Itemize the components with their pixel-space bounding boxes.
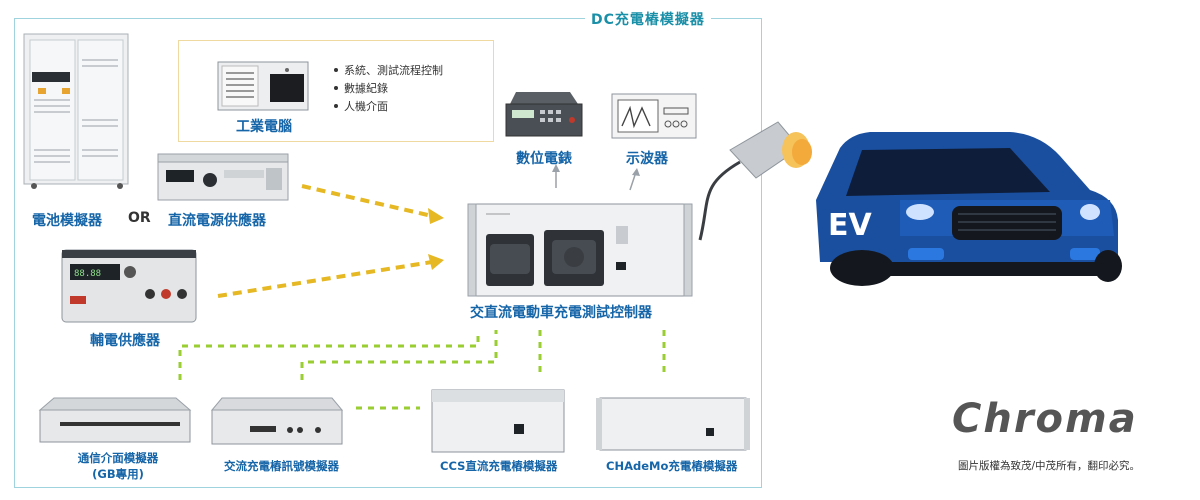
charging-controller-device	[467, 203, 693, 297]
comm-interface-sim-device	[38, 397, 192, 443]
comm-sim-label: 通信介面模擬器 (GB專用)	[58, 450, 178, 482]
aux-power-supply-device: 88.88	[61, 249, 197, 323]
oscilloscope-device	[611, 93, 697, 139]
copyright-text: 圖片版權為致茂/中茂所有，翻印必究。	[958, 460, 1141, 472]
ac-signal-sim-device	[210, 397, 344, 445]
arrow-head-upper	[428, 208, 444, 224]
ac-signal-sim-label: 交流充電樁訊號模擬器	[224, 459, 339, 473]
dc-supply-label: 直流電源供應器	[168, 213, 266, 229]
dmm-label: 數位電錶	[516, 151, 572, 167]
chademo-sim-label: CHAdeMo充電樁模擬器	[606, 459, 738, 473]
ipc-bullet-3: 人機介面	[344, 100, 388, 113]
digital-multimeter-device	[505, 92, 583, 137]
dc-power-supply-device	[157, 153, 289, 201]
simulator-frame	[14, 18, 762, 488]
industrial-pc-label: 工業電腦	[236, 119, 292, 135]
ipc-bullet-1: 系統、測試流程控制	[344, 64, 443, 77]
scope-label: 示波器	[626, 151, 668, 167]
ipc-bullet-2: 數據紀錄	[344, 82, 388, 95]
ccs-sim-label: CCS直流充電樁模擬器	[440, 459, 558, 473]
chroma-logo: Chroma	[952, 396, 1138, 442]
svg-text:88.88: 88.88	[74, 269, 101, 279]
signal-links	[178, 330, 666, 410]
ev-badge: EV	[828, 208, 872, 243]
frame-title: DC充電樁模擬器	[585, 9, 711, 29]
or-label: OR	[128, 210, 151, 226]
controller-label: 交直流電動車充電測試控制器	[470, 305, 652, 321]
power-arrows	[217, 184, 433, 298]
comm-sim-label-line1: 通信介面模擬器	[77, 451, 159, 465]
battery-sim-label: 電池模擬器	[32, 213, 102, 229]
arrow-head-lower	[428, 254, 444, 270]
industrial-pc-box	[178, 40, 494, 142]
chademo-sim-device	[596, 397, 750, 451]
aux-supply-label: 輔電供應器	[90, 333, 160, 349]
ccs-sim-device	[431, 389, 565, 453]
battery-simulator-device	[23, 33, 129, 189]
charging-plug	[729, 121, 812, 179]
ev-car	[816, 132, 1122, 286]
comm-sim-label-line2: (GB專用)	[92, 467, 144, 481]
industrial-pc-device	[217, 61, 309, 111]
